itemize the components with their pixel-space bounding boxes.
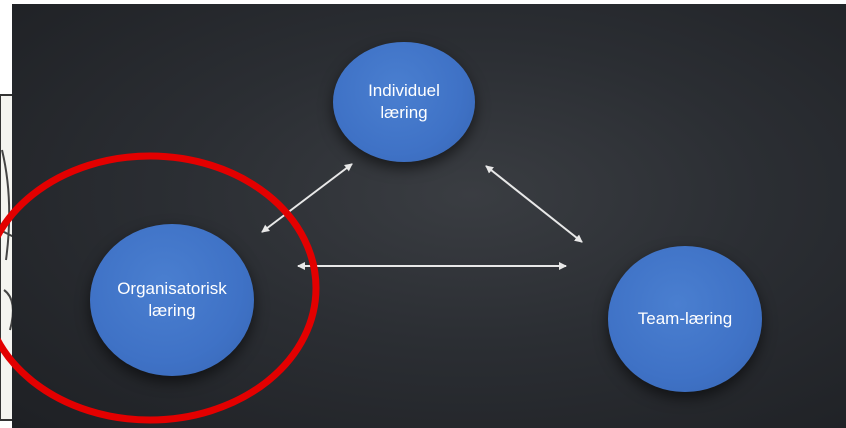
node-team-learning: Team-læring <box>608 246 762 392</box>
node-individual-line2: læring <box>380 103 428 122</box>
node-organizational-line1: Organisatorisk <box>117 279 227 298</box>
node-organizational-line2: læring <box>148 301 196 320</box>
node-team-line1: Team-læring <box>637 309 733 328</box>
node-organizational-learning: Organisatorisk læring <box>90 224 254 376</box>
node-individual-line1: Individuel <box>368 81 440 100</box>
node-individual-learning: Individuel læring <box>333 42 475 162</box>
